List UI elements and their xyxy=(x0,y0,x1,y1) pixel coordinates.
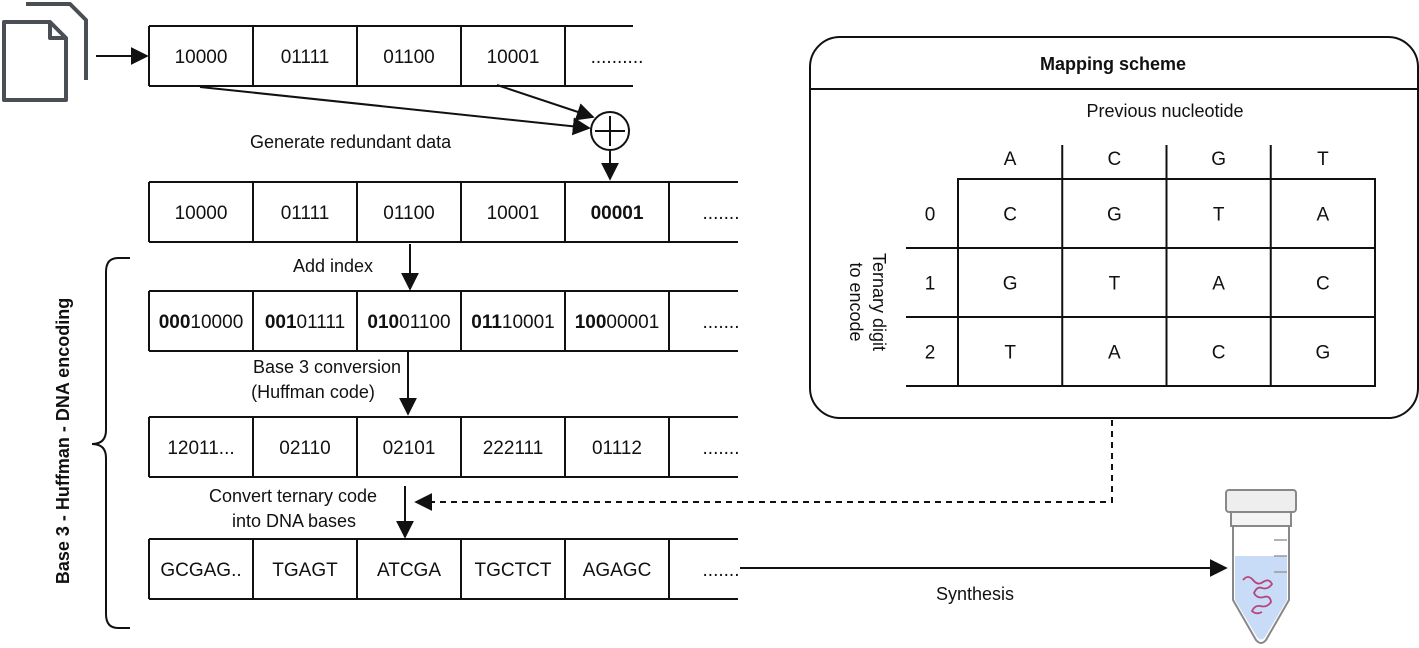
row-cell: 01110001 xyxy=(471,312,555,333)
row-cell: 02101 xyxy=(383,438,436,459)
row-cell: ....... xyxy=(703,312,740,333)
row-cell: 10000 xyxy=(175,47,228,68)
encoding-rows: 10000 01111 01100 10001.......... 10000 01111… xyxy=(148,25,740,600)
row-cell: 01111 xyxy=(281,203,330,224)
arrow-to-xor-1 xyxy=(199,86,591,136)
convert-label-line2: into DNA bases xyxy=(232,511,356,531)
row-dna: GCGAG.. TGAGT ATCGA TGCTCT AGAGC....... xyxy=(148,538,740,600)
cell-value: 10001 xyxy=(502,312,555,333)
mapping-cell: T xyxy=(1213,205,1225,226)
column-header: T xyxy=(1317,149,1329,170)
test-tube-icon xyxy=(1225,489,1297,644)
column-header: G xyxy=(1211,149,1226,170)
row-cell: 00001 xyxy=(591,203,644,224)
cell-value: 01111 xyxy=(297,312,346,333)
mapping-title: Mapping scheme xyxy=(1040,54,1186,74)
mapping-cell: T xyxy=(1109,274,1121,295)
mapping-cell: C xyxy=(1212,343,1226,364)
mapping-cell: C xyxy=(1003,205,1017,226)
mapping-cell: A xyxy=(1108,343,1121,364)
row-cell: 222111 xyxy=(483,438,544,459)
mapping-cell: A xyxy=(1212,274,1225,295)
row-cell: 10000 xyxy=(175,203,228,224)
mapping-cell: A xyxy=(1317,205,1330,226)
digit-label: 1 xyxy=(925,274,936,295)
mapping-cell: G xyxy=(1003,274,1018,295)
add-index-label: Add index xyxy=(293,256,373,276)
row-cell: ....... xyxy=(703,560,740,581)
cell-value: 10000 xyxy=(190,312,243,333)
arrow-to-xor-2 xyxy=(496,84,595,121)
mapping-scheme-panel: Mapping scheme Previous nucleotide Terna… xyxy=(809,36,1419,419)
row-cell: 01112 xyxy=(592,438,642,459)
row-redundant: 10000 01111 01100 10001 00001....... xyxy=(148,181,740,243)
digit-label: 2 xyxy=(925,343,936,364)
mapping-cell: G xyxy=(1107,205,1122,226)
synthesis-label: Synthesis xyxy=(936,584,1014,604)
row-cell: TGCTCT xyxy=(474,560,551,581)
row-input: 10000 01111 01100 10001.......... xyxy=(148,25,644,87)
mapping-connector xyxy=(414,420,1113,511)
row-cell: 01100 xyxy=(383,203,434,224)
row-cell: 10001 xyxy=(487,47,540,68)
mapping-cell: C xyxy=(1316,274,1330,295)
row-cell: 00010000 xyxy=(159,312,244,333)
row-cell: TGAGT xyxy=(272,560,338,581)
row-ternary: 12011... 02110 02101 222111 01112....... xyxy=(148,416,740,478)
column-header: A xyxy=(1004,149,1017,170)
generate-redundant-label: Generate redundant data xyxy=(250,132,452,152)
index-prefix: 010 xyxy=(367,312,399,333)
cell-value: 00001 xyxy=(606,312,659,333)
base3-label-line1: Base 3 conversion xyxy=(253,357,401,377)
row-cell: 02110 xyxy=(279,438,330,459)
row-cell: AGAGC xyxy=(583,560,652,581)
base3-label-line2: (Huffman code) xyxy=(251,382,375,402)
row-cell: 10001 xyxy=(487,203,540,224)
row-cell: 12011... xyxy=(167,438,234,459)
digit-label: 0 xyxy=(925,205,936,226)
row-cell: 00101111 xyxy=(265,312,345,333)
row-cell: GCGAG.. xyxy=(160,560,241,581)
column-header: C xyxy=(1108,149,1122,170)
index-prefix: 000 xyxy=(159,312,191,333)
mapping-cell: T xyxy=(1004,343,1016,364)
cell-value: 01100 xyxy=(399,312,450,333)
row-cell: .......... xyxy=(591,47,644,68)
index-prefix: 001 xyxy=(265,312,297,333)
row-cell: 01100 xyxy=(383,47,434,68)
row-cell: ....... xyxy=(703,438,740,459)
index-prefix: 100 xyxy=(575,312,607,333)
ternary-digit-label-line1: Ternary digit xyxy=(869,253,889,351)
previous-nucleotide-label: Previous nucleotide xyxy=(1086,101,1243,121)
convert-label-line1: Convert ternary code xyxy=(209,486,377,506)
vertical-group-label: Base 3 - Huffman - DNA encoding xyxy=(53,298,73,584)
row-cell: 01111 xyxy=(281,47,330,68)
ternary-digit-label-line2: to encode xyxy=(846,262,866,341)
row-cell: ATCGA xyxy=(377,560,441,581)
group-brace xyxy=(91,257,130,629)
row-cell: ....... xyxy=(703,203,740,224)
row-cell: 01001100 xyxy=(367,312,450,333)
row-cell: 10000001 xyxy=(575,312,660,333)
xor-icon xyxy=(590,111,630,151)
mapping-cell: G xyxy=(1315,343,1330,364)
documents-icon xyxy=(2,2,88,102)
index-prefix: 011 xyxy=(471,312,502,333)
